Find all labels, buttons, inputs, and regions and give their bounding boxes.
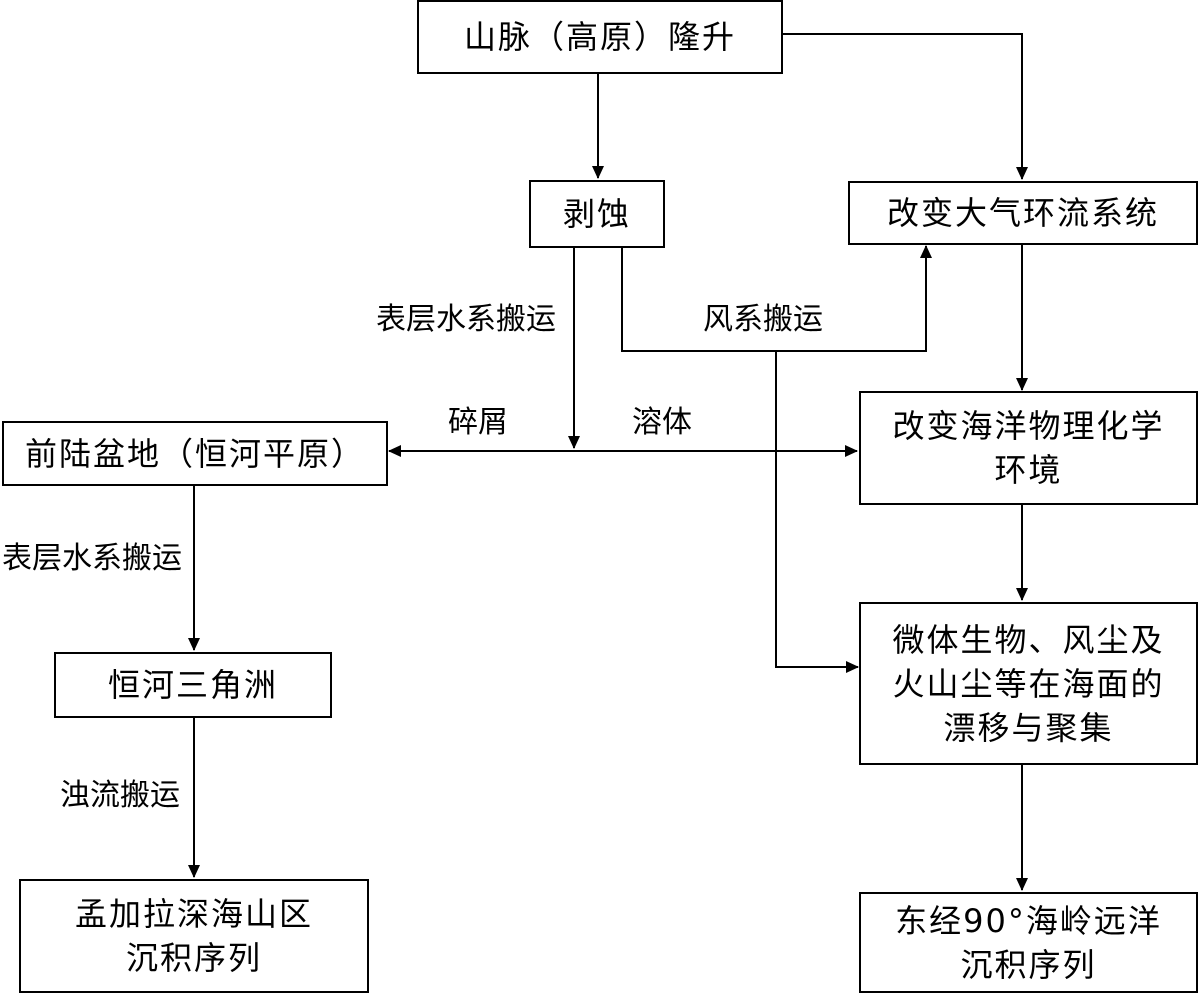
- node-delta: 恒河三角洲: [54, 652, 332, 718]
- node-bengal: 孟加拉深海山区 沉积序列: [19, 879, 369, 993]
- label-wind-transport: 风系搬运: [703, 302, 823, 337]
- node-uplift: 山脉（高原）隆升: [417, 0, 783, 74]
- node-foreland: 前陆盆地（恒河平原）: [2, 421, 388, 486]
- label-surface-transport-top: 表层水系搬运: [376, 302, 556, 337]
- arrow-uplift-to-atmosphere: [782, 33, 1028, 180]
- node-erosion: 剥蚀: [529, 180, 665, 248]
- label-solution: 溶体: [632, 405, 692, 440]
- arrow-erosion-to-atmosphere: [621, 245, 932, 352]
- node-atmosphere: 改变大气环流系统: [848, 181, 1198, 245]
- arrow-wind-to-drift: [775, 351, 859, 673]
- label-turbidity-transport: 浊流搬运: [60, 778, 180, 813]
- label-debris: 碎屑: [448, 405, 508, 440]
- label-surface-transport-left: 表层水系搬运: [2, 541, 182, 576]
- node-ninetyeast: 东经90°海岭远洋 沉积序列: [859, 892, 1198, 993]
- node-drift: 微体生物、风尘及 火山尘等在海面的 漂移与聚集: [859, 602, 1198, 765]
- node-ocean-env: 改变海洋物理化学 环境: [859, 391, 1198, 505]
